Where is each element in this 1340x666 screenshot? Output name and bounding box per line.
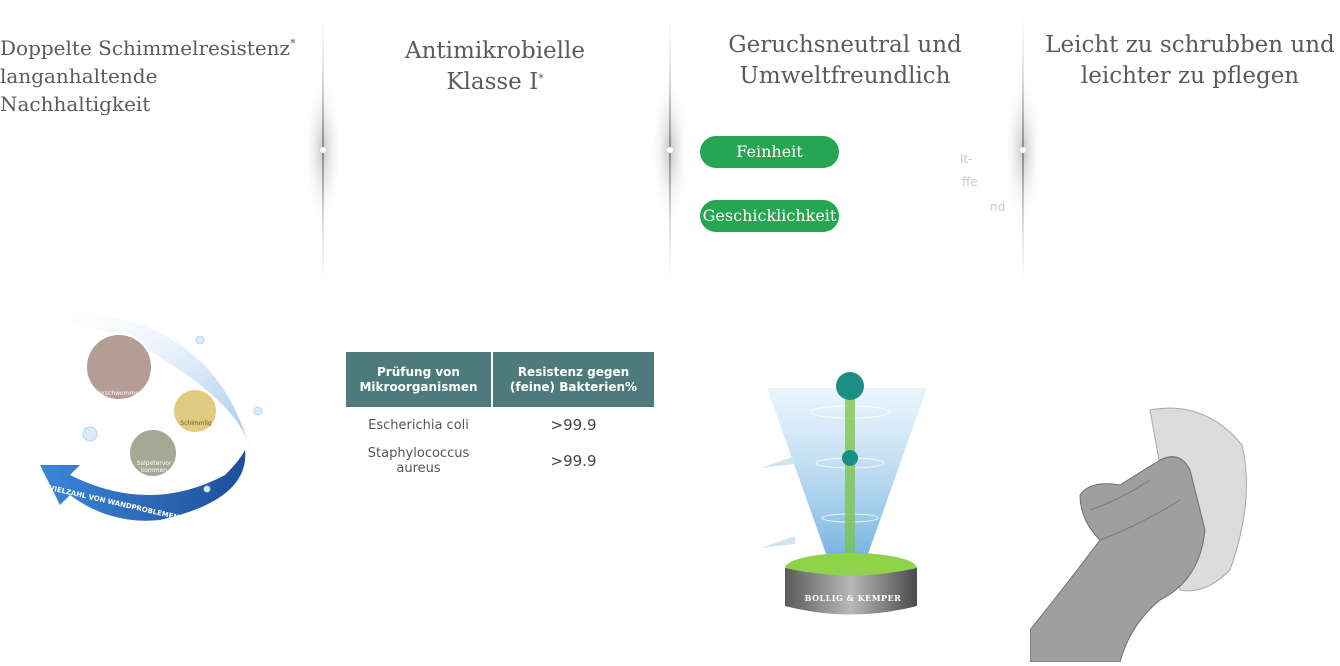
table-header: Prüfung von Mikroorganismen xyxy=(346,352,491,407)
table-header: Resistenz gegen (feine) Bakterien% xyxy=(493,352,654,407)
faint-text: ffe xyxy=(962,175,978,189)
sparkle-divider xyxy=(1003,0,1043,300)
title-antimicrobial: Antimikrobielle Klasse I* xyxy=(405,38,585,95)
sparkle-divider xyxy=(303,0,343,300)
table-cell: Staphylococcus aureus xyxy=(367,446,470,476)
sparkle-divider xyxy=(650,0,690,300)
table-row: Escherichia coli >99.9 xyxy=(346,407,654,443)
faint-text: nd xyxy=(990,200,1006,214)
paint-can-brand: BOLLIG & KEMPER xyxy=(804,593,902,603)
title-easy-scrub: Leicht zu schrubben und leichter zu pfle… xyxy=(1045,32,1335,89)
title-mold-resistance: Doppelte Schimmelresistenz* langanhalten… xyxy=(0,36,296,116)
wall-problems-illustration: Verschwommen Schimmlig Salpetervor komme… xyxy=(10,300,280,535)
table-cell: >99.9 xyxy=(550,416,597,434)
gloved-hand-illustration xyxy=(1029,400,1255,663)
pill-feinheit[interactable]: Feinheit xyxy=(700,136,839,168)
table-cell: >99.9 xyxy=(550,452,597,470)
microorganism-table: Prüfung von Mikroorganismen Resistenz ge… xyxy=(344,352,656,479)
title-odor-neutral: Geruchsneutral und Umweltfreundlich xyxy=(728,32,962,89)
circle-label: Verschwommen xyxy=(95,390,143,397)
circle-label: Salpetervor kommen xyxy=(136,460,172,474)
table-row: Staphylococcus aureus >99.9 xyxy=(346,443,654,479)
circle-label: Schimmlig xyxy=(180,420,212,427)
pill-geschicklichkeit[interactable]: Geschicklichkeit xyxy=(700,200,839,232)
table-cell: Escherichia coli xyxy=(368,417,469,433)
faint-text: lt- xyxy=(960,152,973,166)
filter-paint-can-illustration: BOLLIG & KEMPER xyxy=(755,368,940,618)
